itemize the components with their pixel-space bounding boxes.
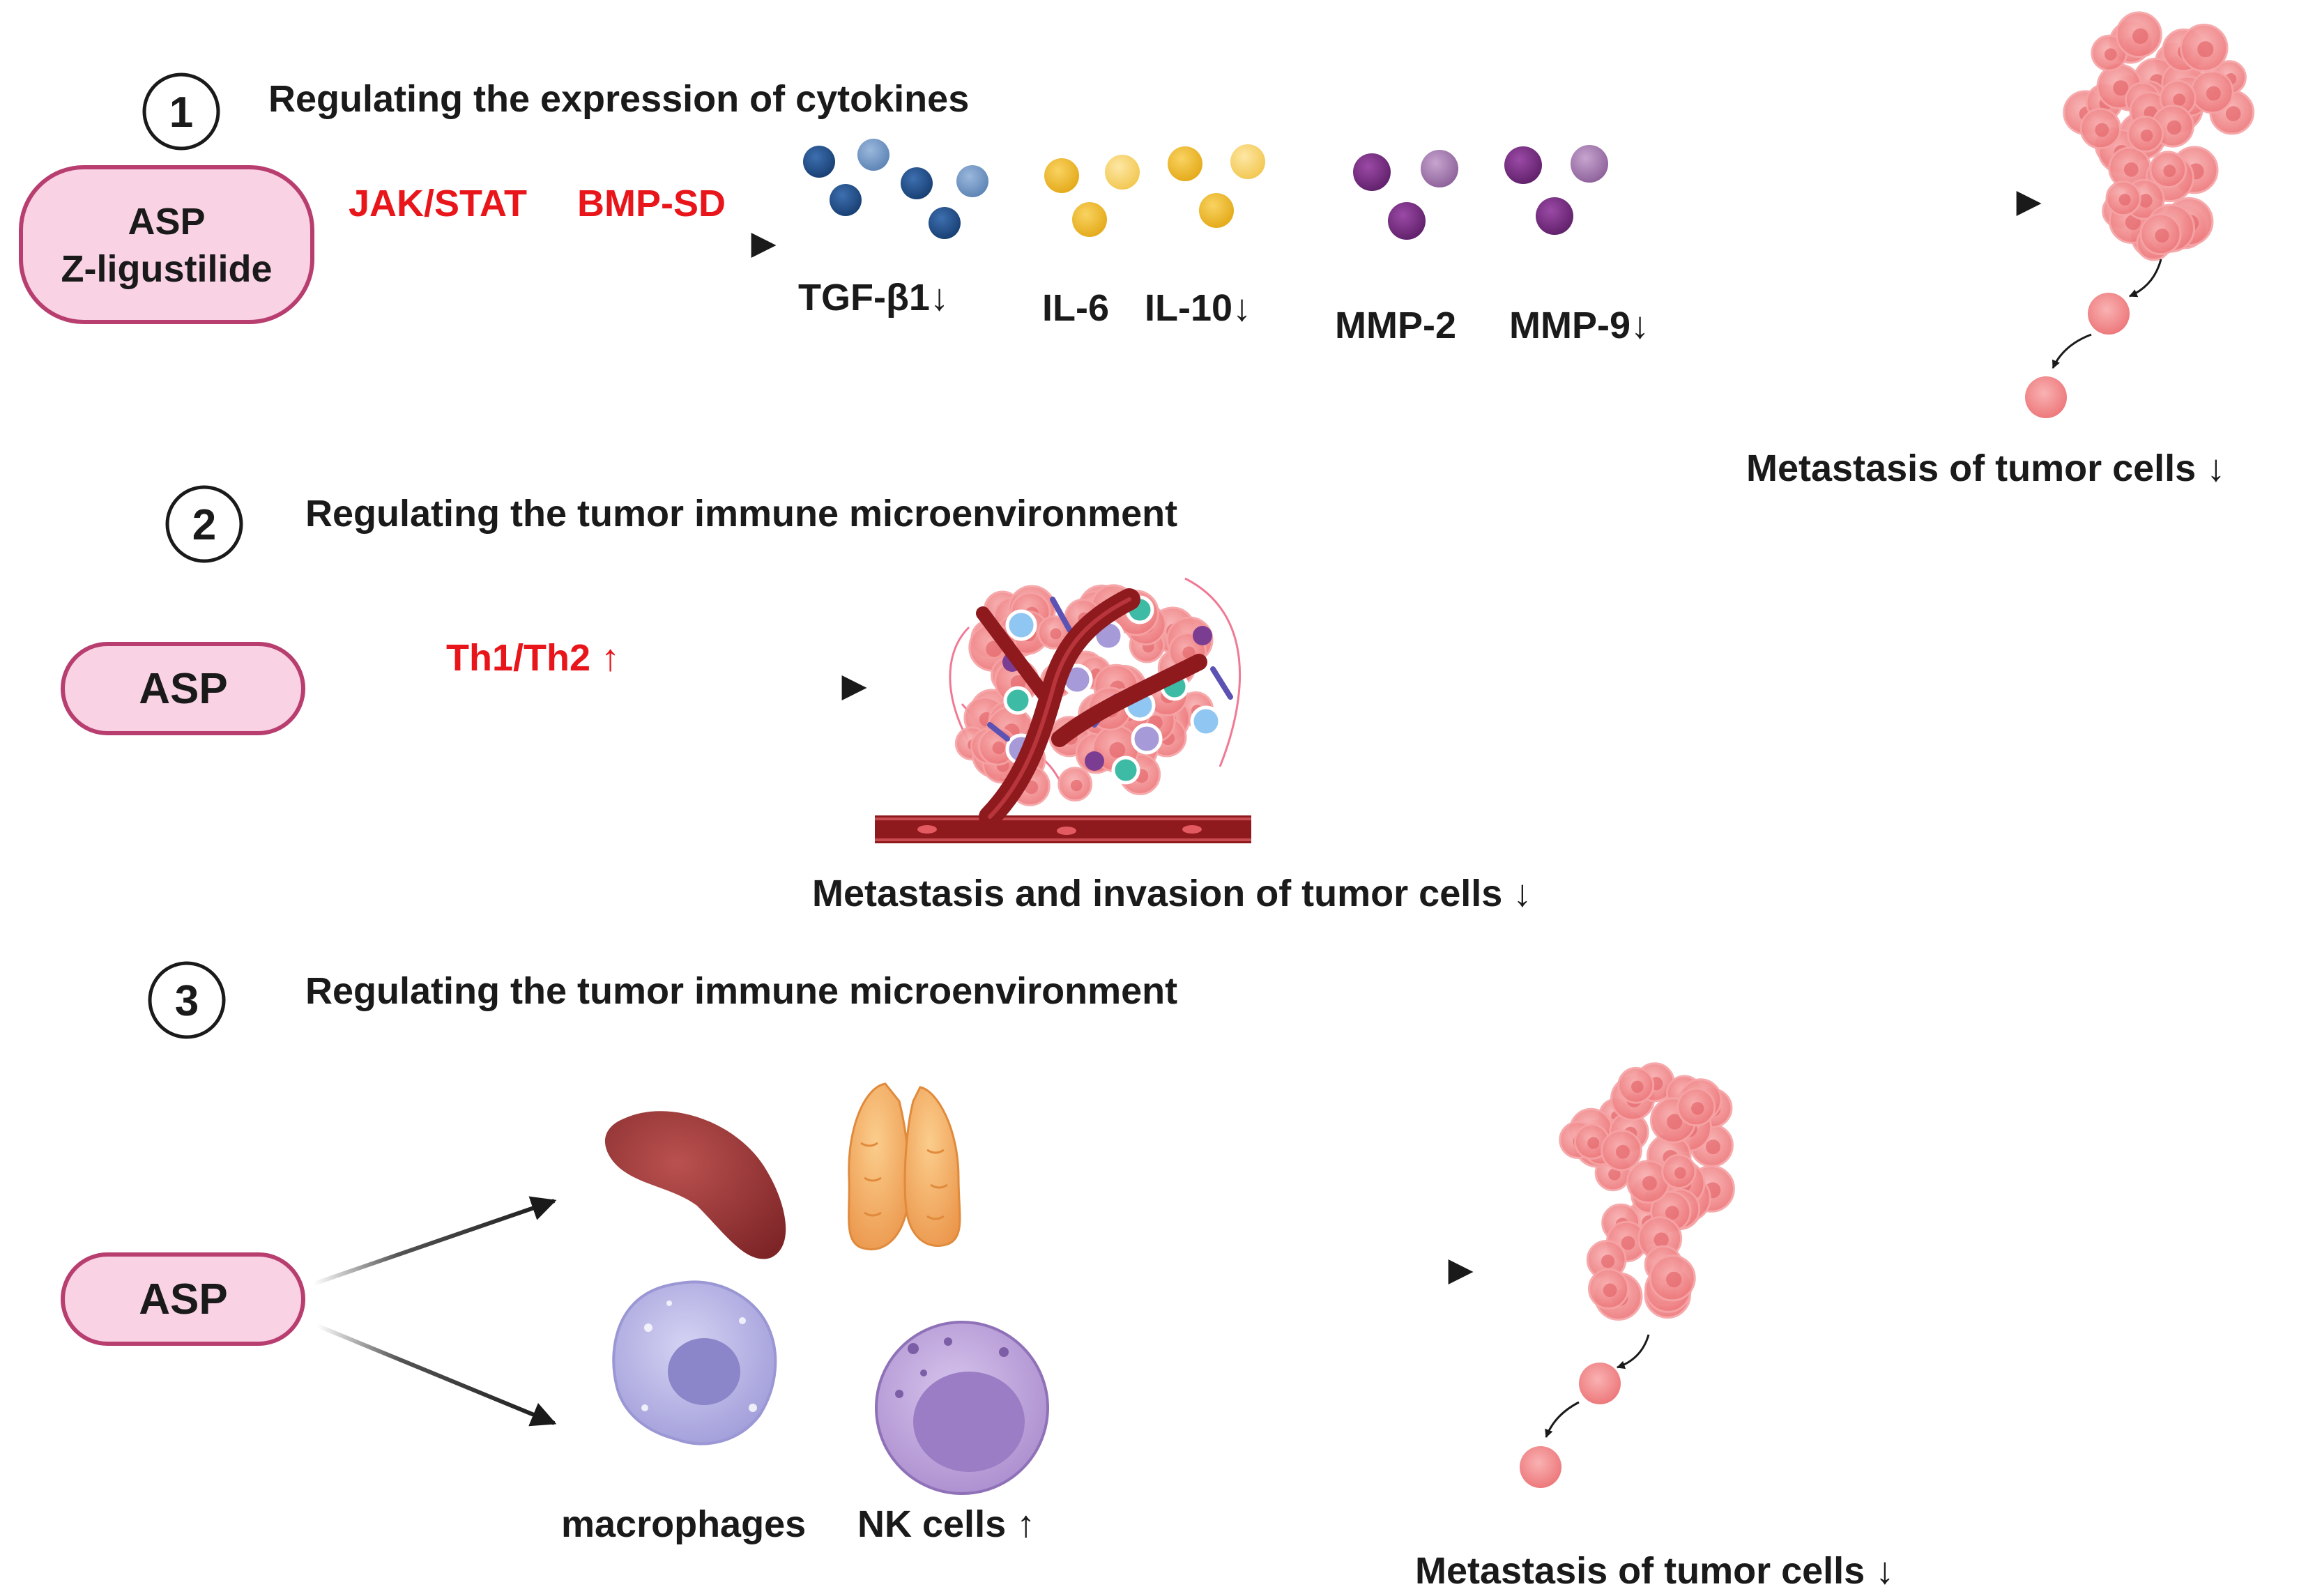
drug-node-asp-2 xyxy=(61,642,305,735)
tumor-cell-nucleus xyxy=(1706,1140,1720,1155)
tumor-cell-nucleus xyxy=(1050,628,1062,640)
cytokine-label-mmp-9: MMP-9↓ xyxy=(1509,305,1649,346)
tumor-cell-nucleus xyxy=(1603,1283,1617,1298)
step-badge-2 xyxy=(165,485,243,563)
nk-cell-icon xyxy=(875,1321,1049,1495)
drug-label-asp-2: ASP xyxy=(139,665,227,713)
cytokine-label-tgf-b1: TGF-β1↓ xyxy=(798,277,949,319)
outcome-label-2: Metastasis and invasion of tumor cells ↓ xyxy=(812,873,1532,914)
arrow-asp-to-cells xyxy=(316,1323,557,1427)
tumor-cell-nucleus xyxy=(2113,80,2129,96)
drug-label-z-ligustilide: Z-ligustilide xyxy=(61,248,273,290)
thymus-icon xyxy=(848,1082,961,1251)
tumor-cell-nucleus xyxy=(2095,123,2109,137)
drug-node-asp-z-ligustilide xyxy=(19,165,314,324)
tumor-cell-nucleus xyxy=(1071,779,1083,792)
tumor-cell-nucleus xyxy=(2105,48,2117,61)
tumor-cell-nucleus xyxy=(1182,646,1196,659)
tumor-cell-nucleus xyxy=(1667,1114,1683,1130)
tumor-cluster-icon-1 xyxy=(2025,11,2254,418)
tumor-cell-nucleus xyxy=(1616,1144,1630,1159)
tumor-cluster-icon-3 xyxy=(1520,1062,1735,1488)
drug-label-asp-3: ASP xyxy=(139,1275,227,1323)
cell-label-macrophages: macrophages xyxy=(561,1503,806,1545)
tumor-cell-nucleus xyxy=(1608,1168,1621,1181)
tumor-cell-nucleus xyxy=(1674,1167,1686,1179)
tumor-cell-nucleus xyxy=(1631,1080,1644,1094)
cell-label-nk-cells: NK cells ↑ xyxy=(857,1503,1035,1545)
tumor-cell-nucleus xyxy=(2197,41,2214,58)
tumor-cell-nucleus xyxy=(1109,742,1126,758)
tumor-cell-nucleus xyxy=(2140,129,2153,142)
pathway-bmp-sd: BMP-SD xyxy=(577,183,726,224)
tumor-cell-nucleus xyxy=(2206,86,2221,101)
tumor-cell-nucleus xyxy=(2173,93,2185,106)
cytokine-label-il-10: IL-10↓ xyxy=(1145,287,1251,329)
molecule-icon-interleukins xyxy=(1044,144,1265,237)
cytokine-label-mmp-2: MMP-2 xyxy=(1335,305,1456,346)
tumor-cell-nucleus xyxy=(2118,194,2131,206)
section-3-title: Regulating the tumor immune microenviron… xyxy=(305,970,1177,1012)
tumor-cell-nucleus xyxy=(1666,1271,1682,1288)
tumor-cell-nucleus xyxy=(2167,120,2182,135)
tumor-microenvironment-icon xyxy=(949,577,1242,806)
tumor-cell-nucleus xyxy=(1621,1236,1635,1250)
tumor-cell-nucleus xyxy=(2124,162,2139,177)
section-2-title: Regulating the tumor immune microenviron… xyxy=(305,493,1177,535)
tumor-cell-nucleus xyxy=(2155,229,2169,243)
tumor-cell-nucleus xyxy=(1642,1176,1657,1190)
tumor-cell-nucleus xyxy=(1691,1102,1704,1115)
pathway-jak-stat: JAK/STAT xyxy=(349,183,527,224)
step-number-1: 1 xyxy=(169,89,193,137)
tumor-cell-nucleus xyxy=(2132,28,2148,44)
section-1-title: Regulating the expression of cytokines xyxy=(268,78,969,120)
section-1: 1 Regulating the expression of cytokines… xyxy=(19,11,2254,489)
tumor-cell-nucleus xyxy=(1665,1206,1679,1220)
macrophage-icon xyxy=(612,1280,777,1445)
step-number-2: 2 xyxy=(192,501,216,549)
tumor-cell-nucleus xyxy=(992,741,1005,755)
tumor-cell-nucleus xyxy=(2139,194,2153,208)
drug-label-asp: ASP xyxy=(128,201,205,243)
cytokine-label-il-6: IL-6 xyxy=(1042,287,1109,329)
step-number-3: 3 xyxy=(175,977,199,1025)
section-2: 2 Regulating the tumor immune microenvir… xyxy=(61,485,1532,914)
arrow-asp-to-organs xyxy=(313,1196,557,1286)
outcome-label-1: Metastasis of tumor cells ↓ xyxy=(1746,447,2225,489)
blood-vessel-icon xyxy=(875,588,1251,843)
spleen-icon xyxy=(604,1111,786,1259)
tumor-cell-nucleus xyxy=(2163,164,2176,178)
tumor-cell-nucleus xyxy=(2225,106,2241,121)
tumor-cell-nucleus xyxy=(1653,1232,1669,1248)
drug-node-asp-3 xyxy=(61,1252,305,1346)
outcome-label-3: Metastasis of tumor cells ↓ xyxy=(1415,1550,1894,1592)
step-badge-1 xyxy=(142,72,220,151)
molecule-icon-mmp xyxy=(1353,145,1608,240)
step-badge-3 xyxy=(148,961,226,1039)
tumor-cell-nucleus xyxy=(1601,1254,1615,1268)
molecule-icon-tgf-b1 xyxy=(803,139,988,239)
section-3: 3 Regulating the tumor immune microenvir… xyxy=(61,961,1894,1592)
tumor-cell-nucleus xyxy=(1587,1137,1600,1149)
pathway-th1-th2: Th1/Th2 ↑ xyxy=(446,637,620,679)
